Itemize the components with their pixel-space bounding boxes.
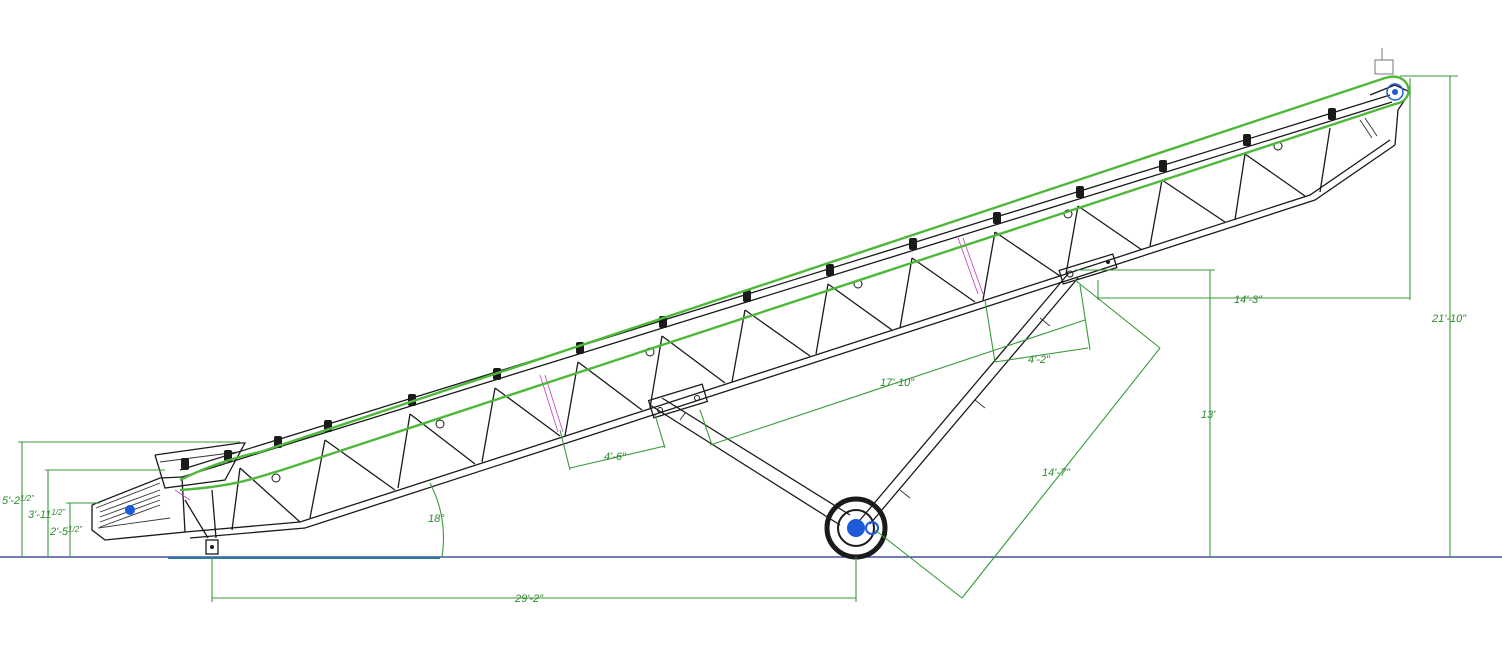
support-legs xyxy=(647,253,1118,560)
dim-incline-angle: 18° xyxy=(428,513,445,525)
dim-wheelbase: 29'-2" xyxy=(514,593,544,605)
dim-support-leg: 14'-7" xyxy=(1042,467,1071,479)
tail-pulley-icon xyxy=(125,505,135,515)
dim-pivot-height: 13' xyxy=(1201,409,1216,421)
dim-overall-height: 21'-10" xyxy=(1431,313,1467,325)
return-idlers xyxy=(271,141,1283,483)
dim-lower-pivot: 4'-6" xyxy=(604,451,627,463)
drive-motor-icon xyxy=(1374,59,1394,75)
dim-hopper-height-mid: 3'-111/2" xyxy=(28,508,66,521)
dim-truss-span: 17'-10" xyxy=(880,377,915,389)
dim-upper-pivot: 4'-2" xyxy=(1028,354,1051,366)
conveyor-belt xyxy=(179,75,1410,492)
dim-hopper-height-top: 5'-21/2" xyxy=(2,494,35,507)
dimension-lines xyxy=(18,75,1458,602)
head-pulley-icon xyxy=(1386,83,1404,101)
conveyor-truss xyxy=(91,48,1411,555)
wheel-hub-icon xyxy=(847,519,865,537)
tail-foot xyxy=(205,539,219,555)
dim-tail-height: 2'-51/2" xyxy=(49,525,83,538)
dim-head-offset: 14'-3" xyxy=(1234,294,1263,306)
